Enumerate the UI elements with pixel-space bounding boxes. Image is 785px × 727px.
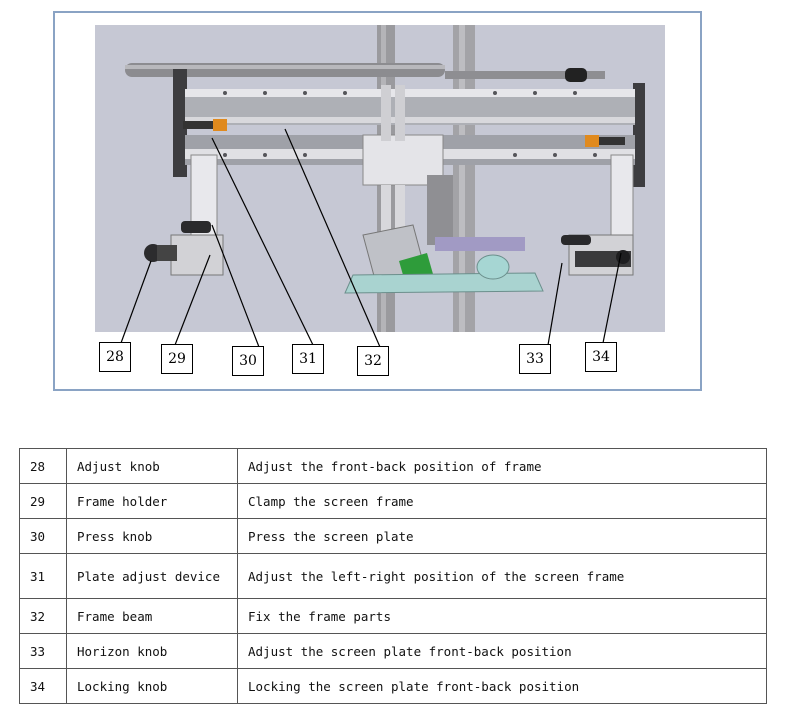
press-knob — [181, 221, 211, 233]
part-number: 30 — [19, 518, 67, 554]
part-name: Frame holder — [66, 483, 238, 519]
figure-frame: 28 29 30 31 32 33 34 — [53, 11, 702, 391]
machine-illustration — [125, 25, 645, 332]
machine-render — [95, 25, 665, 332]
part-number: 34 — [19, 668, 67, 704]
part-name: Locking knob — [66, 668, 238, 704]
callout-label-31: 31 — [292, 344, 324, 374]
part-description: Adjust the front-back position of frame — [237, 448, 767, 484]
table-row: 31 Plate adjust device Adjust the left-r… — [19, 553, 767, 599]
part-description: Fix the frame parts — [237, 598, 767, 634]
part-number: 33 — [19, 633, 67, 669]
part-name: Frame beam — [66, 598, 238, 634]
adjust-knob-indicator-right — [585, 135, 599, 147]
table-row: 29 Frame holder Clamp the screen frame — [19, 483, 767, 519]
callout-label-29: 29 — [161, 344, 193, 374]
part-description: Clamp the screen frame — [237, 483, 767, 519]
part-description: Press the screen plate — [237, 518, 767, 554]
part-name: Adjust knob — [66, 448, 238, 484]
table-row: 32 Frame beam Fix the frame parts — [19, 598, 767, 634]
callout-label-32: 32 — [357, 346, 389, 376]
rod-handle — [565, 68, 587, 82]
table-row: 30 Press knob Press the screen plate — [19, 518, 767, 554]
table-row: 34 Locking knob Locking the screen plate… — [19, 668, 767, 704]
part-description: Locking the screen plate front-back posi… — [237, 668, 767, 704]
part-number: 31 — [19, 553, 67, 599]
part-number: 28 — [19, 448, 67, 484]
part-name: Horizon knob — [66, 633, 238, 669]
part-name: Press knob — [66, 518, 238, 554]
part-description: Adjust the left-right position of the sc… — [237, 553, 767, 599]
side-bracket-right — [610, 154, 634, 236]
callout-label-30: 30 — [232, 346, 264, 376]
parts-table: 28 Adjust knob Adjust the front-back pos… — [19, 448, 767, 704]
screen-plate-base — [344, 272, 544, 294]
part-description: Adjust the screen plate front-back posit… — [237, 633, 767, 669]
end-plate-right — [633, 83, 645, 187]
horizon-knob — [561, 235, 591, 245]
part-number: 29 — [19, 483, 67, 519]
table-row: 28 Adjust knob Adjust the front-back pos… — [19, 448, 767, 484]
table-row: 33 Horizon knob Adjust the screen plate … — [19, 633, 767, 669]
adjust-knob-indicator-left — [213, 119, 227, 131]
callout-label-34: 34 — [585, 342, 617, 372]
frame-holder — [170, 234, 224, 276]
end-plate-left — [173, 69, 187, 177]
callout-label-28: 28 — [99, 342, 131, 372]
locking-knob — [616, 250, 630, 264]
part-name: Plate adjust device — [66, 553, 238, 599]
part-number: 32 — [19, 598, 67, 634]
plate-adjust-rail — [435, 237, 525, 251]
callout-label-33: 33 — [519, 344, 551, 374]
